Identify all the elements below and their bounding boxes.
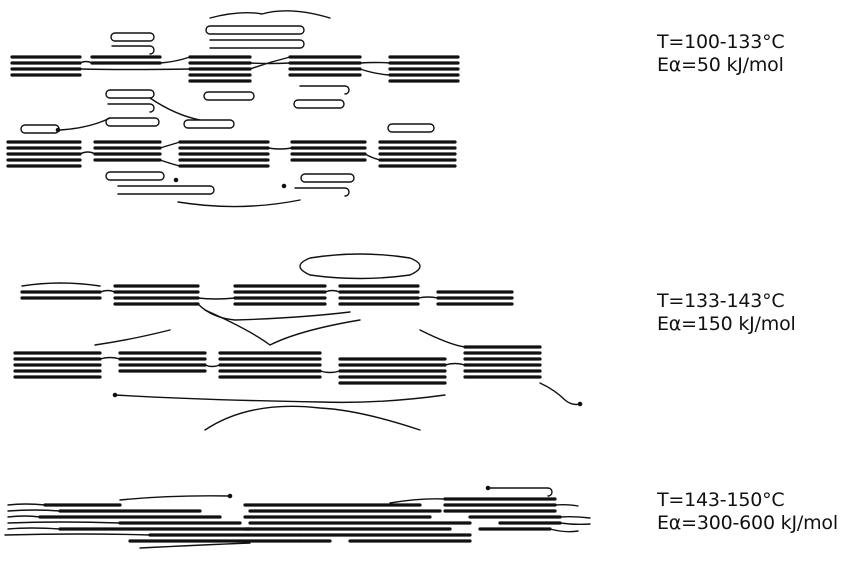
panel-1-lamella-left-top [10,55,82,77]
panel-3-activation-energy: Eα=300-600 kJ/mol [657,512,838,534]
panel-1-lamella-right-top [288,55,460,83]
panel-1-loops [20,10,435,208]
panel-1-temperature: T=100-133°C [657,31,785,53]
panel-2-lamella-bottom-row [13,345,542,385]
panel-1-activation-energy: Eα=50 kJ/mol [657,54,784,76]
panel-1-lamella-bottom-row [6,140,457,168]
panel-3-temperature: T=143-150°C [657,489,785,511]
panel-1-label: T=100-133°C Eα=50 kJ/mol [657,31,785,77]
panel-1-lamella-center-top [90,55,252,83]
panel-3-loops [4,485,591,549]
panel-2-lamella-top-row [20,284,514,306]
panel-3-chains [4,485,591,549]
panel-3-label: T=143-150°C Eα=300-600 kJ/mol [657,489,838,535]
panel-2-activation-energy: Eα=150 kJ/mol [657,313,796,335]
panel-2-temperature: T=133-143°C [657,290,785,312]
panel-2-label: T=133-143°C Eα=150 kJ/mol [657,290,796,336]
panel-1-chains [6,10,460,208]
panel-2-loops [21,253,583,431]
panel-2-chains [13,253,583,431]
